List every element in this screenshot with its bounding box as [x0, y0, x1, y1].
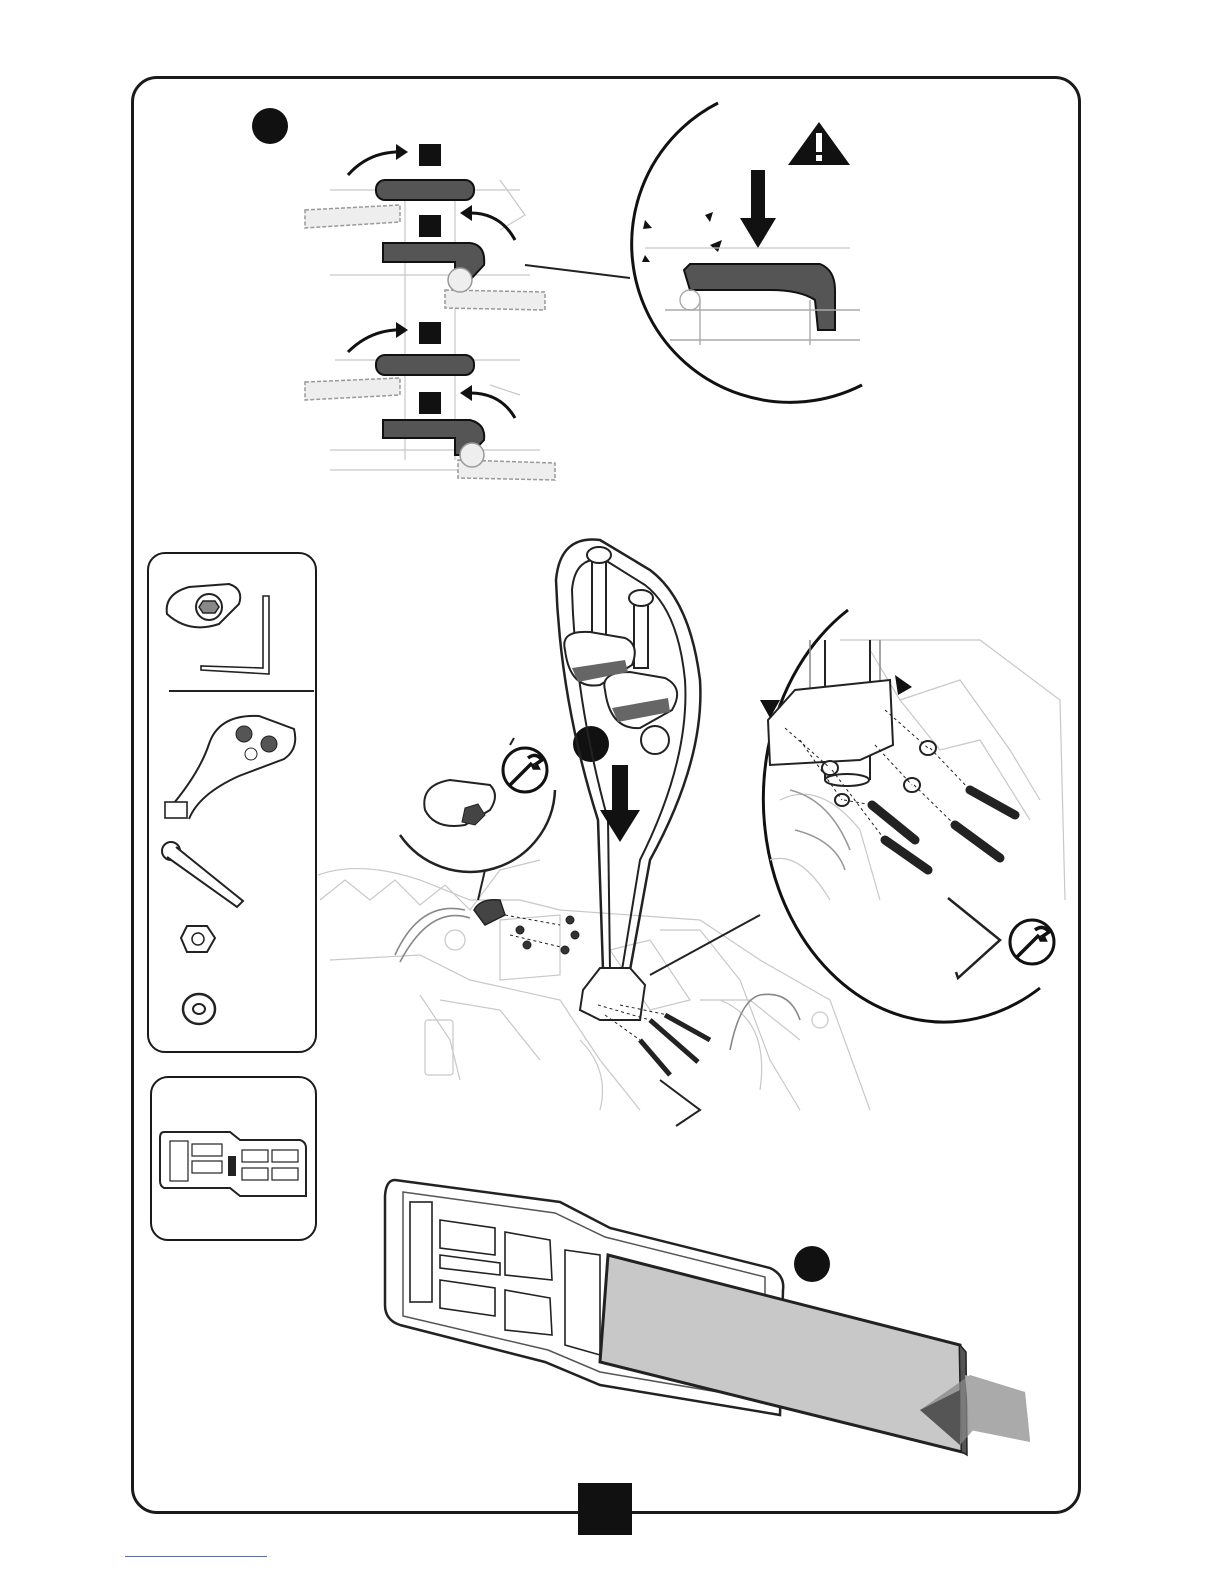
footer-rule: [125, 1556, 267, 1557]
page-number: [578, 1483, 632, 1535]
